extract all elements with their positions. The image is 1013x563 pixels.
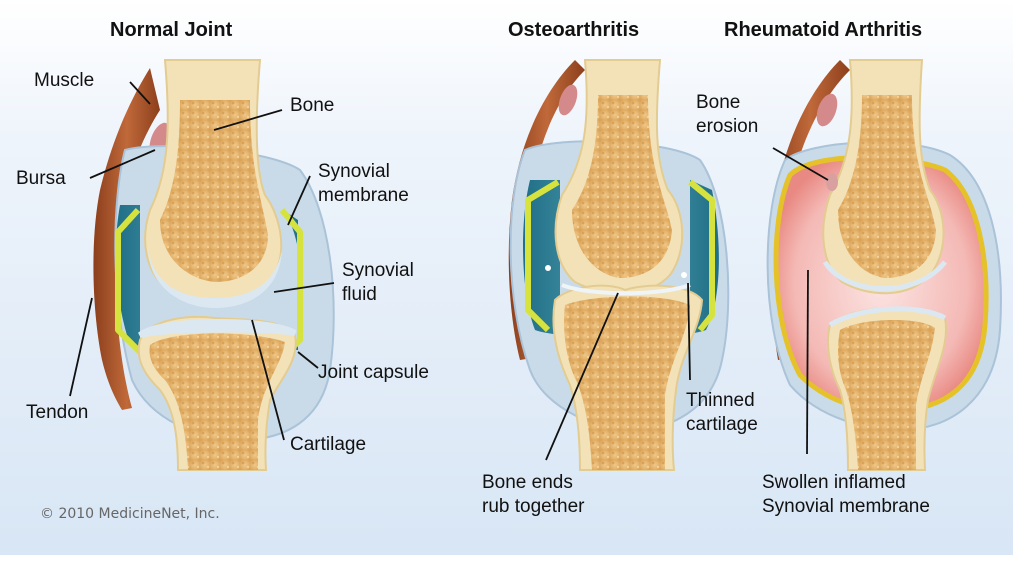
label-bone-ends-line2: rub together — [482, 496, 585, 517]
label-bursa: Bursa — [16, 168, 66, 189]
label-bone-erosion-line1: Bone — [696, 92, 740, 113]
label-thinned-cartilage-line2: cartilage — [686, 414, 758, 435]
title-normal-joint: Normal Joint — [110, 19, 233, 41]
label-synovial-membrane-line2: membrane — [318, 185, 409, 206]
label-bone: Bone — [290, 95, 334, 116]
label-tendon: Tendon — [26, 402, 88, 423]
label-synovial-fluid-line2: fluid — [342, 284, 377, 305]
label-synovial-membrane-line1: Synovial — [318, 161, 390, 182]
bone-erosion-spot — [826, 173, 838, 191]
copyright-credit: © 2010 MedicineNet, Inc. — [40, 506, 220, 522]
cartilage-fragment-2 — [681, 272, 687, 278]
cartilage-fragment — [545, 265, 551, 271]
label-synovial-fluid-line1: Synovial — [342, 260, 414, 281]
leader-swollen — [807, 270, 808, 454]
label-joint-capsule: Joint capsule — [318, 362, 429, 383]
label-muscle: Muscle — [34, 70, 94, 91]
label-bone-ends-line1: Bone ends — [482, 472, 573, 493]
label-thinned-cartilage-line1: Thinned — [686, 390, 755, 411]
title-rheumatoid-arthritis: Rheumatoid Arthritis — [724, 19, 922, 41]
title-osteoarthritis: Osteoarthritis — [508, 19, 639, 41]
label-swollen-line1: Swollen inflamed — [762, 472, 906, 493]
bottom-strip — [0, 555, 1013, 563]
label-cartilage: Cartilage — [290, 434, 366, 455]
label-swollen-line2: Synovial membrane — [762, 496, 930, 517]
label-bone-erosion-line2: erosion — [696, 116, 758, 137]
